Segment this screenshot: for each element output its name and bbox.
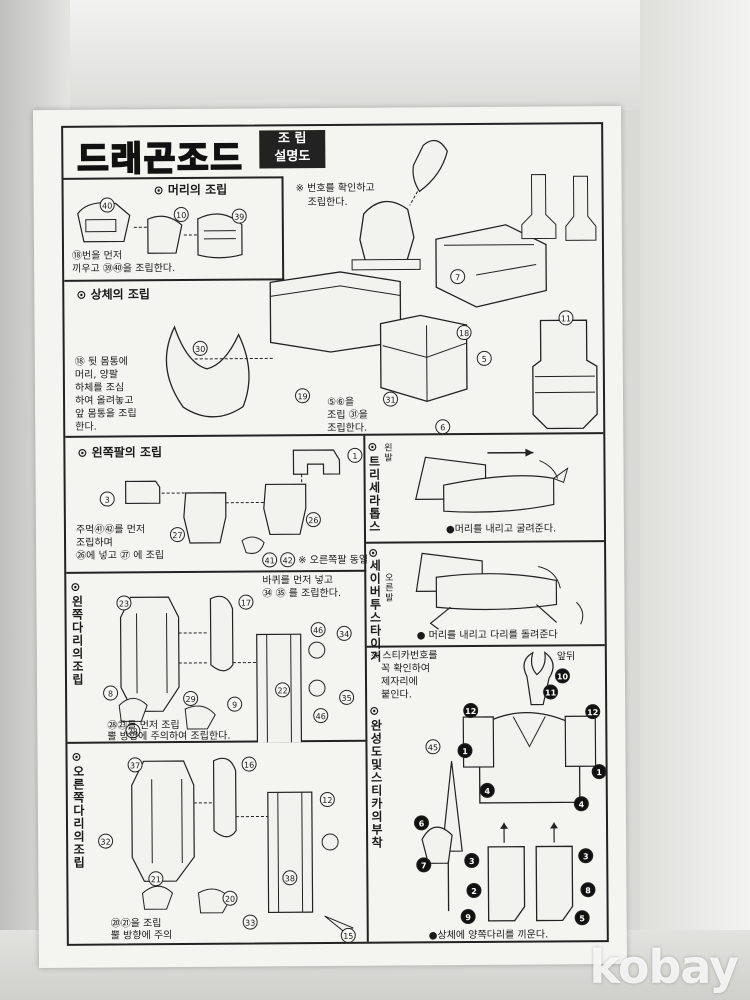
left-arm-note-line: 조립하며 [75, 537, 113, 549]
sticker-number: 2 [466, 882, 482, 899]
note-line: ⑤⑥을 [327, 396, 355, 409]
part-number: 12 [319, 791, 335, 808]
note-line: 앞 몸통을 조립 [75, 408, 137, 420]
tiger-panel: ⊙ 세이버투스 타이거 오른발 ● 머리를 내리고 다리를 돌려준다 [366, 542, 609, 664]
part-number: 35 [339, 689, 355, 705]
head-parts-drawing [77, 202, 243, 259]
tiger-drawing [415, 552, 584, 630]
completed-robot-drawing [421, 651, 597, 922]
sticker-number: 12 [585, 704, 601, 720]
part-number: 20 [222, 890, 238, 906]
instruction-sheet: 드래곤조드 조 립 설명도 ⊙ 머리의 조립 40 10 39 ⑱번을 먼저 끼… [33, 105, 627, 969]
part-number: 19 [294, 388, 311, 404]
tiger-caption: ● 머리를 내리고 다리를 돌려준다 [416, 629, 558, 642]
head-assembly-panel: ⊙ 머리의 조립 40 10 39 ⑱번을 먼저 끼우고 ㊴㊵을 조립한다. [63, 176, 285, 282]
part-number: 31 [382, 391, 399, 407]
part-number: 34 [336, 625, 352, 641]
sticker-number: 4 [573, 796, 589, 812]
part-number: 45 [425, 739, 441, 755]
note-line: 하여 올려놓고 [75, 395, 134, 407]
watermark-text: kobay [589, 940, 739, 994]
note-line: 하체를 조심 [74, 382, 125, 394]
part-number: 6 [435, 419, 451, 435]
completion-caption: ●상체에 양쪽다리를 끼운다. [428, 929, 549, 942]
sticker-number: 12 [463, 702, 479, 719]
left-arm-note-line: 주먹㊶㊷를 먼저 [75, 524, 146, 536]
left-arm-note-line: ㉖에 넣고 ㉗ 에 조립 [76, 550, 165, 562]
note-line: 머리, 양팔 [74, 369, 119, 381]
box-inner-wall-top [0, 0, 750, 110]
sticker-number: 5 [574, 910, 590, 926]
left-arm-drawing [125, 449, 341, 554]
triceratops-panel: ⊙ 트리세라톱스 왼발 ●머리를 내리고 굴려준다. [365, 434, 609, 544]
left-leg-note-bottom2: 뿔 방향에 주의하여 조립한다. [107, 730, 231, 743]
part-number: 11 [558, 310, 574, 326]
part-number: 42 [280, 552, 296, 568]
part-number: 41 [262, 552, 278, 568]
part-number: 17 [238, 594, 254, 610]
triceratops-drawing [414, 448, 569, 513]
part-number: 8 [103, 685, 119, 701]
instruction-frame: 드래곤조드 조 립 설명도 ⊙ 머리의 조립 40 10 39 ⑱번을 먼저 끼… [61, 122, 609, 946]
part-number: 30 [192, 340, 208, 356]
left-arm-panel: ⊙ 왼쪽팔의 조립 1 3 26 27 41 42 주먹㊶㊷를 먼저 조립하며 … [65, 435, 369, 574]
part-number: 15 [340, 927, 356, 943]
part-number: 46 [313, 708, 329, 724]
sticker-number: 11 [543, 684, 559, 700]
left-arm-foot-note: ※ 오른쪽팔 동일 [298, 554, 369, 567]
sticker-number: 4 [479, 782, 495, 798]
sticker-number: 7 [416, 857, 432, 873]
part-number: 5 [476, 350, 492, 366]
completion-panel: ※ 스티카번호를 꼭 확인하여 제자리에 붙인다. ⊙ 완성도 및 스티카의부착… [367, 646, 609, 946]
triceratops-caption: ●머리를 내리고 굴려준다. [445, 523, 557, 536]
sticker-number: 1 [591, 764, 607, 780]
sticker-number: 3 [578, 848, 594, 864]
part-number: 27 [169, 527, 186, 543]
part-number: 38 [282, 870, 298, 886]
upper-body-drawing [165, 139, 598, 430]
upper-body-note: ⑱ 뒷 몸통에 머리, 양팔 하체를 조심 하여 올려놓고 앞 몸통을 조립 한… [75, 355, 137, 433]
sticker-number: 10 [554, 668, 571, 684]
part-number: 7 [450, 269, 466, 285]
note-line: ⑱ 뒷 몸통에 [74, 356, 128, 368]
part-number: 29 [183, 690, 199, 707]
note-line: 한다. [75, 421, 97, 433]
note-line: 조립 ㉛을 [327, 409, 368, 422]
part-number: 22 [275, 682, 291, 698]
sticker-number: 1 [457, 743, 473, 759]
left-leg-panel: ⊙ 왼쪽다리의 조립 바퀴를 먼저 넣고 ㉞ ㉟ 를 조립한다. 23 17 4… [66, 571, 368, 744]
part-number: 46 [310, 622, 326, 638]
right-leg-drawing [131, 757, 354, 935]
part-number: 23 [116, 595, 132, 611]
part-number: 21 [148, 871, 164, 887]
sticker-number: 9 [460, 908, 476, 925]
part-number: 37 [127, 757, 143, 773]
part-number: 16 [241, 756, 257, 772]
right-leg-note-bottom2: 뿔 방향에 주의 [110, 930, 173, 942]
part-number: 32 [98, 833, 114, 849]
part-number: 33 [242, 914, 258, 930]
part-number: 9 [227, 696, 243, 712]
note-line: 조립한다. [327, 422, 368, 435]
sticker-number: 6 [413, 815, 430, 831]
sticker-number: 8 [580, 882, 596, 898]
sticker-number: 3 [464, 852, 480, 869]
part-number: 26 [305, 512, 321, 528]
part-number: 1 [347, 447, 363, 463]
box-inner-wall-right [640, 0, 750, 1000]
right-leg-panel: ⊙ 오른쪽다리의 조립 37 16 12 32 21 38 20 33 [67, 741, 369, 946]
upper-body-step-note: ⑤⑥을 조립 ㉛을 조립한다. [327, 396, 368, 435]
part-number: 18 [456, 325, 472, 341]
part-number: 3 [99, 491, 115, 507]
